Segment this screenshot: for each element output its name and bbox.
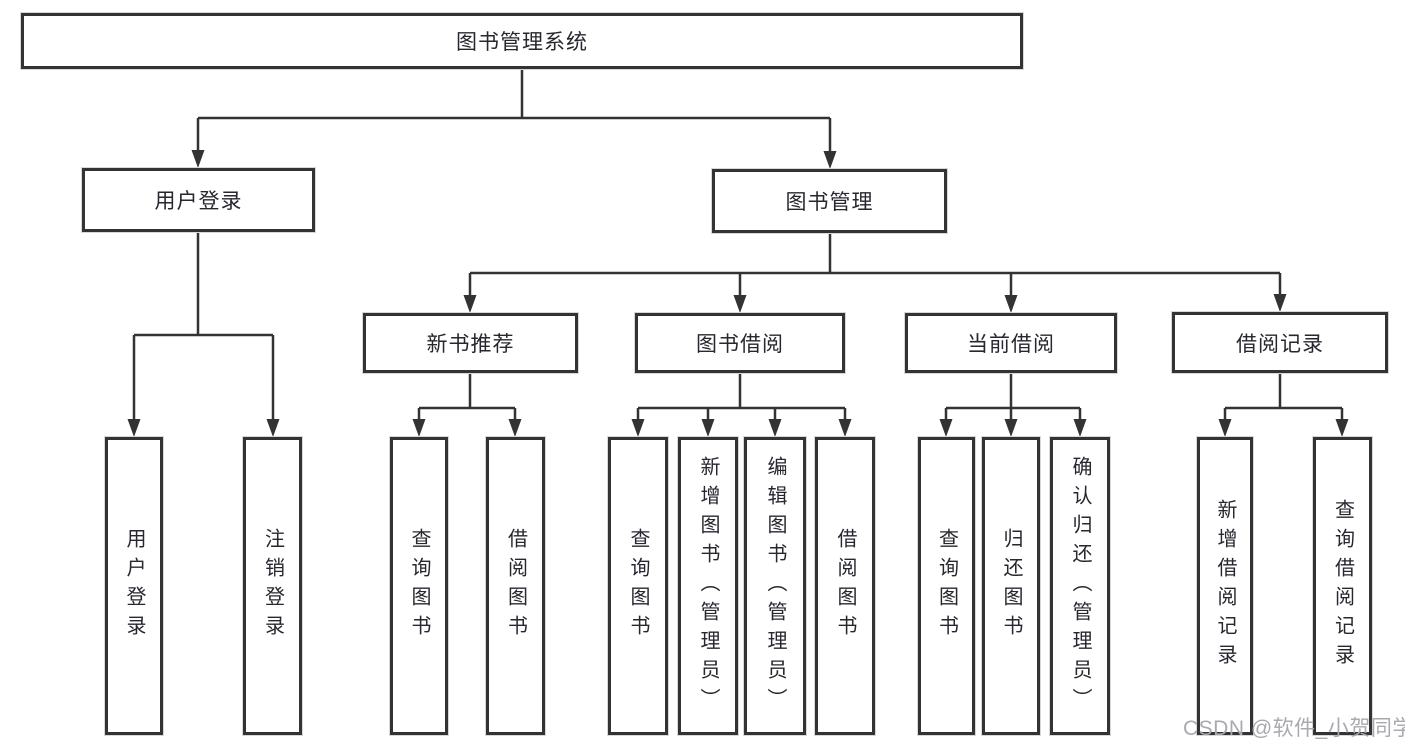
leaf-borrow-borrow-books: 借阅图书	[815, 437, 875, 735]
leaf-records-add-record: 新增借阅记录	[1197, 437, 1253, 735]
leaf-recommend-query-books: 查询图书	[390, 437, 448, 735]
node-borrow-records: 借阅记录	[1172, 312, 1388, 373]
leaf-current-query-books: 查询图书	[918, 437, 975, 735]
connector-borrow-records	[1223, 373, 1344, 424]
leaf-recommend-borrow-books: 借阅图书	[486, 437, 545, 735]
connector-root	[196, 69, 832, 156]
leaf-user-login: 用户登录	[105, 437, 163, 735]
node-current-borrow: 当前借阅	[905, 313, 1117, 373]
node-library-management-system: 图书管理系统	[21, 13, 1023, 69]
node-book-borrow: 图书借阅	[635, 313, 845, 373]
node-book-management: 图书管理	[712, 169, 947, 233]
node-new-book-recommend: 新书推荐	[363, 313, 578, 373]
connector-book-management	[468, 233, 1282, 300]
csdn-watermark: CSDN @软件_小贺同学	[1183, 717, 1405, 740]
leaf-borrow-add-books-admin: 新增图书（管理员）	[678, 437, 738, 735]
leaf-borrow-edit-books-admin: 编辑图书（管理员）	[744, 437, 806, 735]
leaf-logout: 注销登录	[243, 437, 302, 735]
connector-user-login	[132, 232, 275, 424]
leaf-borrow-query-books: 查询图书	[608, 437, 668, 735]
leaf-current-return-books: 归还图书	[982, 437, 1040, 735]
leaf-records-query-record: 查询借阅记录	[1313, 437, 1372, 735]
connector-new-book-recommend	[417, 373, 517, 424]
connector-current-borrow	[944, 373, 1082, 424]
node-user-login: 用户登录	[82, 168, 315, 232]
connector-book-borrow	[636, 373, 847, 424]
leaf-current-confirm-return-admin: 确认归还（管理员）	[1050, 437, 1110, 735]
